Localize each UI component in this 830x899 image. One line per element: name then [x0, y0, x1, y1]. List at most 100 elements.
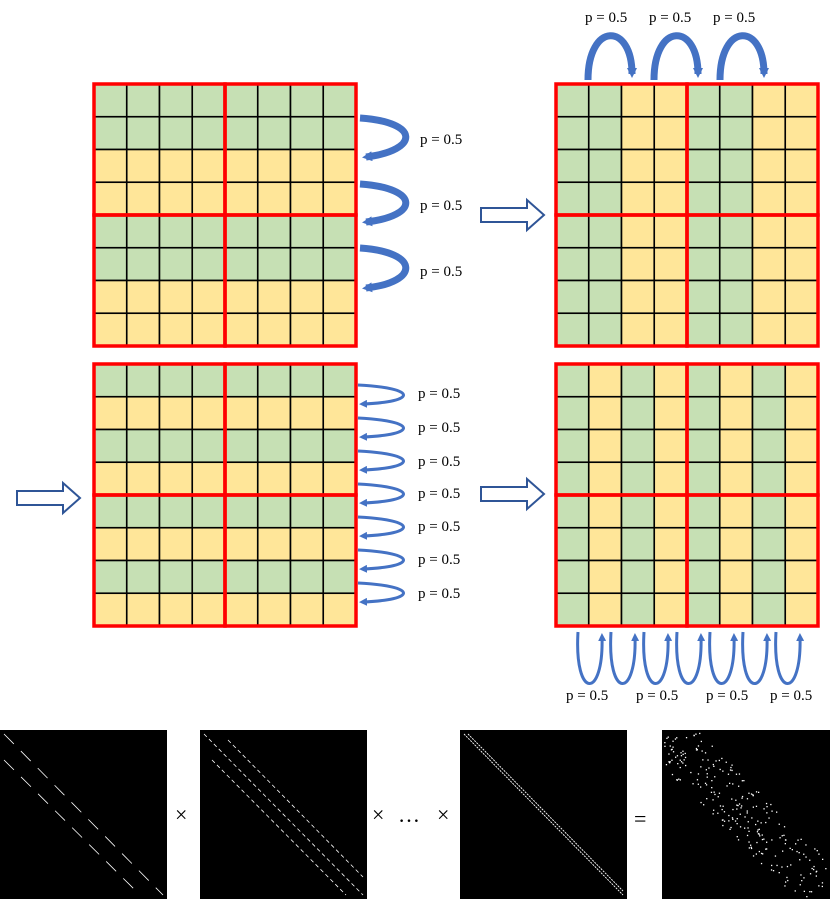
sparse-dot — [803, 877, 805, 879]
sparse-dot — [809, 873, 812, 875]
grid-cell — [784, 363, 819, 398]
grid-top-right — [554, 82, 820, 348]
grid-cell — [289, 181, 325, 216]
swap-arrow — [359, 244, 410, 293]
sparse-dot — [789, 847, 791, 849]
grid-cell — [653, 559, 688, 595]
prob-label: p = 0.5 — [418, 420, 460, 436]
grid-cell — [620, 246, 656, 282]
grid-cell — [256, 363, 292, 398]
grid-cell — [158, 526, 194, 562]
grid-cell — [224, 246, 259, 282]
sparse-dot — [751, 817, 753, 819]
sparse-dot — [735, 773, 738, 775]
sparse-dot — [741, 795, 744, 798]
grid-cell — [620, 559, 656, 595]
swap-arrows-bottom-left — [357, 383, 405, 606]
grid-cell — [587, 494, 623, 529]
grid-cell — [158, 246, 194, 282]
grid-cell — [191, 246, 226, 282]
sparse-dot — [821, 885, 823, 888]
grid-cell — [322, 592, 357, 627]
sparse-dot — [771, 810, 773, 812]
grid-cell — [751, 115, 787, 151]
sparse-dot — [800, 838, 802, 840]
grid-cell — [587, 526, 623, 562]
grid-cell — [653, 526, 688, 562]
grid-cell — [289, 83, 325, 118]
grid-cell — [751, 148, 787, 184]
grid-cell — [784, 461, 819, 496]
sparse-dot — [679, 766, 681, 769]
grid-cell — [686, 312, 721, 347]
grid-cell — [555, 148, 590, 184]
sparse-dot — [772, 870, 775, 872]
grid-cell — [718, 148, 754, 184]
grid-bottom-left — [92, 362, 358, 628]
sparse-dot — [730, 766, 732, 769]
sparse-dot — [682, 762, 684, 764]
sparse-dot — [730, 826, 732, 829]
sparse-dot — [713, 791, 715, 793]
grid-cell — [125, 428, 161, 464]
grid-cell — [158, 395, 194, 431]
sparse-dot — [680, 761, 683, 763]
sparse-dot — [664, 745, 666, 747]
sparse-dot — [755, 823, 757, 826]
sparse-dot — [752, 806, 754, 808]
grid-cell — [653, 363, 688, 398]
swap-arrow — [357, 383, 405, 408]
grid-cell — [158, 592, 194, 627]
grid-cell — [718, 181, 754, 216]
prob-label: p = 0.5 — [566, 688, 608, 704]
sparse-dot — [695, 749, 698, 751]
grid-cell — [555, 494, 590, 529]
grid-cell — [224, 559, 259, 595]
grid-cell — [93, 312, 128, 347]
block-border — [685, 493, 820, 628]
sparse-dot — [717, 812, 719, 814]
sparse-dot — [668, 753, 670, 755]
times-operator: × — [437, 802, 449, 827]
grid-cell — [784, 494, 819, 529]
grid-cell — [322, 494, 357, 529]
grid-cell — [289, 592, 325, 627]
sparse-dot — [803, 890, 805, 892]
sparse-dot — [737, 839, 740, 841]
sparse-dot — [736, 804, 738, 806]
sparse-dot — [748, 847, 750, 849]
sparse-dot — [722, 819, 724, 821]
grid-cell — [289, 312, 325, 347]
sparse-dot — [813, 865, 815, 868]
grid-cell — [125, 181, 161, 216]
grid-cell — [191, 83, 226, 118]
sparse-dot — [762, 853, 764, 855]
swap-arrow — [716, 32, 769, 81]
sparse-dot — [740, 807, 742, 809]
grid-cell — [93, 246, 128, 282]
grid-cell — [686, 461, 721, 496]
swap-arrows-top-left — [359, 114, 410, 293]
sparse-dot — [739, 813, 741, 815]
sparse-dot — [741, 797, 743, 799]
sparse-dot — [752, 855, 755, 857]
sparse-dot — [786, 876, 788, 879]
sparse-dot — [727, 773, 730, 775]
grid-cell — [224, 592, 259, 627]
swap-arrow — [357, 449, 405, 474]
swap-arrow — [741, 631, 772, 685]
sparse-dot — [821, 882, 824, 884]
sparse-dot — [671, 748, 673, 750]
sparse-dot — [706, 798, 708, 800]
swap-arrow — [576, 631, 607, 685]
grid-top-left — [92, 82, 358, 348]
swap-arrow — [774, 631, 805, 685]
grid-cell — [784, 312, 819, 347]
grid-cell — [718, 115, 754, 151]
grid-cell — [587, 312, 623, 347]
grid-cell — [718, 428, 754, 464]
grid-cell — [686, 559, 721, 595]
grid-cell — [93, 395, 128, 431]
grid-cell — [158, 363, 194, 398]
grid-cell — [653, 592, 688, 627]
